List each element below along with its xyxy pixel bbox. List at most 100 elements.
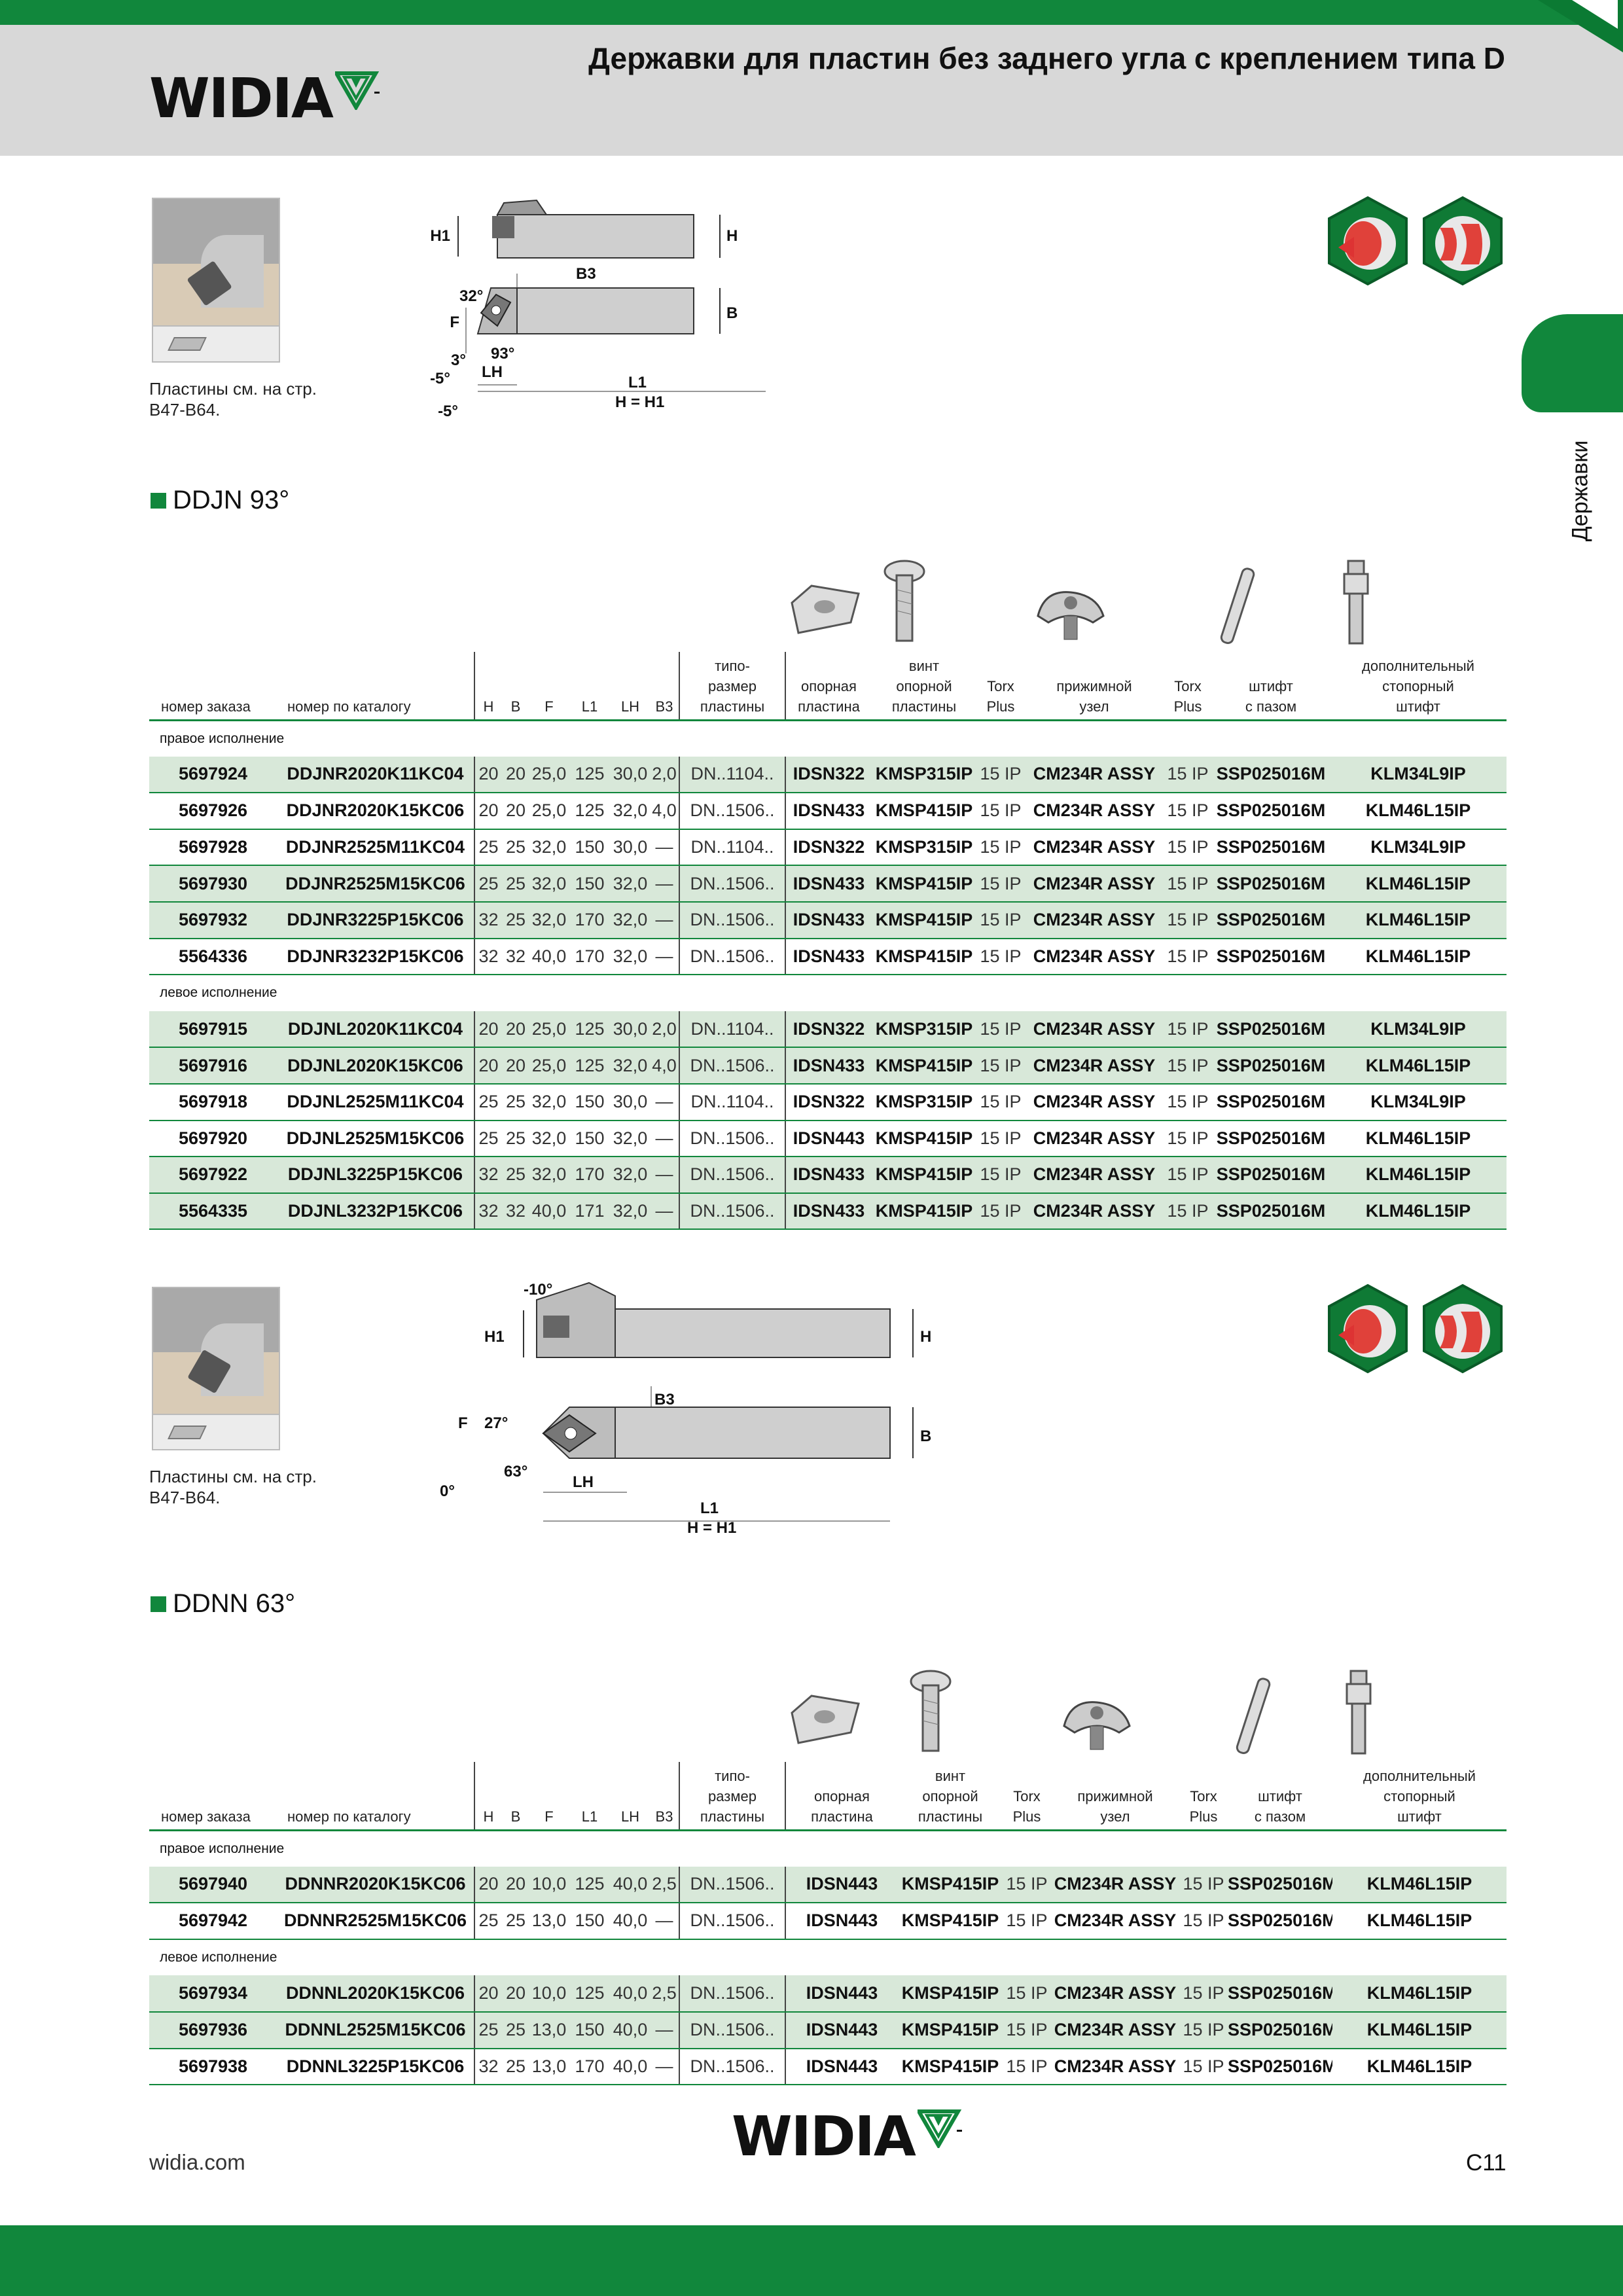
footer-url[interactable]: widia.com	[149, 2150, 245, 2174]
table-cell: KLM46L15IP	[1330, 938, 1507, 976]
table-cell: 5697940	[149, 1866, 277, 1904]
svg-text:-5°: -5°	[430, 370, 450, 387]
table-cell: CM234R ASSY	[1025, 1120, 1164, 1158]
table-cell: 5697934	[149, 1975, 277, 2013]
table-cell: DN..1104..	[679, 1083, 785, 1121]
table-cell: KMSP415IP	[898, 1975, 1003, 2013]
table-cell: 32	[502, 1193, 529, 1230]
svg-text:H: H	[726, 227, 738, 245]
table-cell: 20	[474, 1975, 502, 2013]
table-cell: SSP025016M	[1212, 938, 1330, 976]
table-cell: CM234R ASSY	[1051, 1866, 1179, 1904]
table-cell: —	[650, 1120, 679, 1158]
table-cell: DDJNR2020K11KC04	[277, 756, 474, 794]
col-l1: L1	[569, 652, 611, 721]
table-cell: 15 IP	[976, 938, 1025, 976]
table-cell: 25	[474, 1083, 502, 1121]
table-cell: KLM46L15IP	[1330, 1047, 1507, 1085]
table-cell: IDSN322	[785, 756, 872, 794]
table-cell: 15 IP	[1164, 1120, 1212, 1158]
table-cell: DDJNR2525M15KC06	[277, 865, 474, 903]
table-cell: 15 IP	[1164, 938, 1212, 976]
svg-text:F: F	[450, 314, 459, 331]
profiling-op-hex-icon	[1423, 196, 1503, 286]
col-extra-2: дополнительный стопорный штифт	[1332, 1762, 1507, 1831]
turning-op-hex-icon-2	[1328, 1283, 1408, 1374]
svg-text:L1: L1	[628, 374, 647, 391]
subgroup-label: правое исполнение	[149, 1830, 1507, 1867]
footer-widia-logo: WIDIA	[732, 2109, 963, 2164]
table-cell: 32	[474, 901, 502, 939]
stop-pin-icon	[1343, 560, 1369, 645]
ddnn-holder-photo	[152, 1287, 280, 1450]
table-cell: 150	[569, 1120, 611, 1158]
table-cell: KLM46L15IP	[1332, 2048, 1507, 2086]
table-cell: DN..1506..	[679, 793, 785, 830]
table-cell: CM234R ASSY	[1025, 829, 1164, 867]
table-cell: 13,0	[529, 2048, 569, 2086]
table-cell: 25	[474, 829, 502, 867]
table-cell: KLM46L15IP	[1330, 865, 1507, 903]
turning-op-hex-icon	[1328, 196, 1408, 286]
col-l1-2: L1	[569, 1762, 611, 1831]
profiling-op-hex-icon-2	[1423, 1283, 1503, 1374]
table-cell: DDNNR2020K15KC06	[277, 1866, 474, 1904]
col-lh-2: LH	[611, 1762, 650, 1831]
table-cell: —	[650, 865, 679, 903]
table-cell: —	[650, 1157, 679, 1194]
table-cell: IDSN433	[785, 865, 872, 903]
table-cell: 15 IP	[1164, 901, 1212, 939]
table-cell: KMSP415IP	[872, 938, 976, 976]
table-cell: CM234R ASSY	[1025, 1193, 1164, 1230]
table-cell: KLM46L15IP	[1330, 901, 1507, 939]
table-cell: 20	[474, 1011, 502, 1049]
table-cell: 40,0	[611, 1903, 650, 1940]
table-cell: 40,0	[611, 2011, 650, 2049]
table-cell: 15 IP	[1164, 1157, 1212, 1194]
table-cell: 15 IP	[1179, 2048, 1228, 2086]
table-cell: 20	[502, 1011, 529, 1049]
table-cell: 32	[474, 1193, 502, 1230]
table-cell: 170	[569, 938, 611, 976]
table-cell: 4,0	[650, 793, 679, 830]
table-cell: KLM34L9IP	[1330, 1011, 1507, 1049]
table-cell: IDSN443	[785, 1975, 898, 2013]
table-cell: —	[650, 901, 679, 939]
table-cell: 32	[474, 1157, 502, 1194]
table-cell: 32,0	[611, 1047, 650, 1085]
table-cell: 20	[502, 1866, 529, 1904]
section-side-tab[interactable]	[1522, 314, 1623, 412]
table-cell: 25	[502, 1083, 529, 1121]
table-cell: 170	[569, 901, 611, 939]
table-cell: KMSP415IP	[872, 1157, 976, 1194]
col-screw-2: винт опорной пластины	[898, 1762, 1003, 1831]
inserts-note-2: Пластины см. на стр. В47-В64.	[149, 1467, 317, 1507]
table-cell: KMSP415IP	[872, 1047, 976, 1085]
svg-text:L1: L1	[700, 1499, 719, 1517]
table-cell: KMSP315IP	[872, 1011, 976, 1049]
table-cell: DDJNL2020K11KC04	[277, 1011, 474, 1049]
table-cell: KLM46L15IP	[1332, 1903, 1507, 1940]
table-cell: KMSP415IP	[898, 1903, 1003, 1940]
table-cell: DN..1104..	[679, 1011, 785, 1049]
table-cell: 10,0	[529, 1975, 569, 2013]
table-cell: SSP025016M	[1212, 1047, 1330, 1085]
table-cell: DN..1506..	[679, 2048, 785, 2086]
table-cell: DN..1506..	[679, 2011, 785, 2049]
clamp-assembly-icon	[1037, 591, 1105, 640]
table-cell: 171	[569, 1193, 611, 1230]
table-cell: SSP025016M	[1228, 2011, 1332, 2049]
table-cell: DN..1506..	[679, 1193, 785, 1230]
table-cell: CM234R ASSY	[1025, 793, 1164, 830]
shim-plate-icon	[791, 1695, 860, 1744]
table-cell: DN..1506..	[679, 1866, 785, 1904]
table-cell: SSP025016M	[1212, 865, 1330, 903]
table-cell: SSP025016M	[1212, 1157, 1330, 1194]
col-screw: винт опорной пластины	[872, 652, 976, 721]
